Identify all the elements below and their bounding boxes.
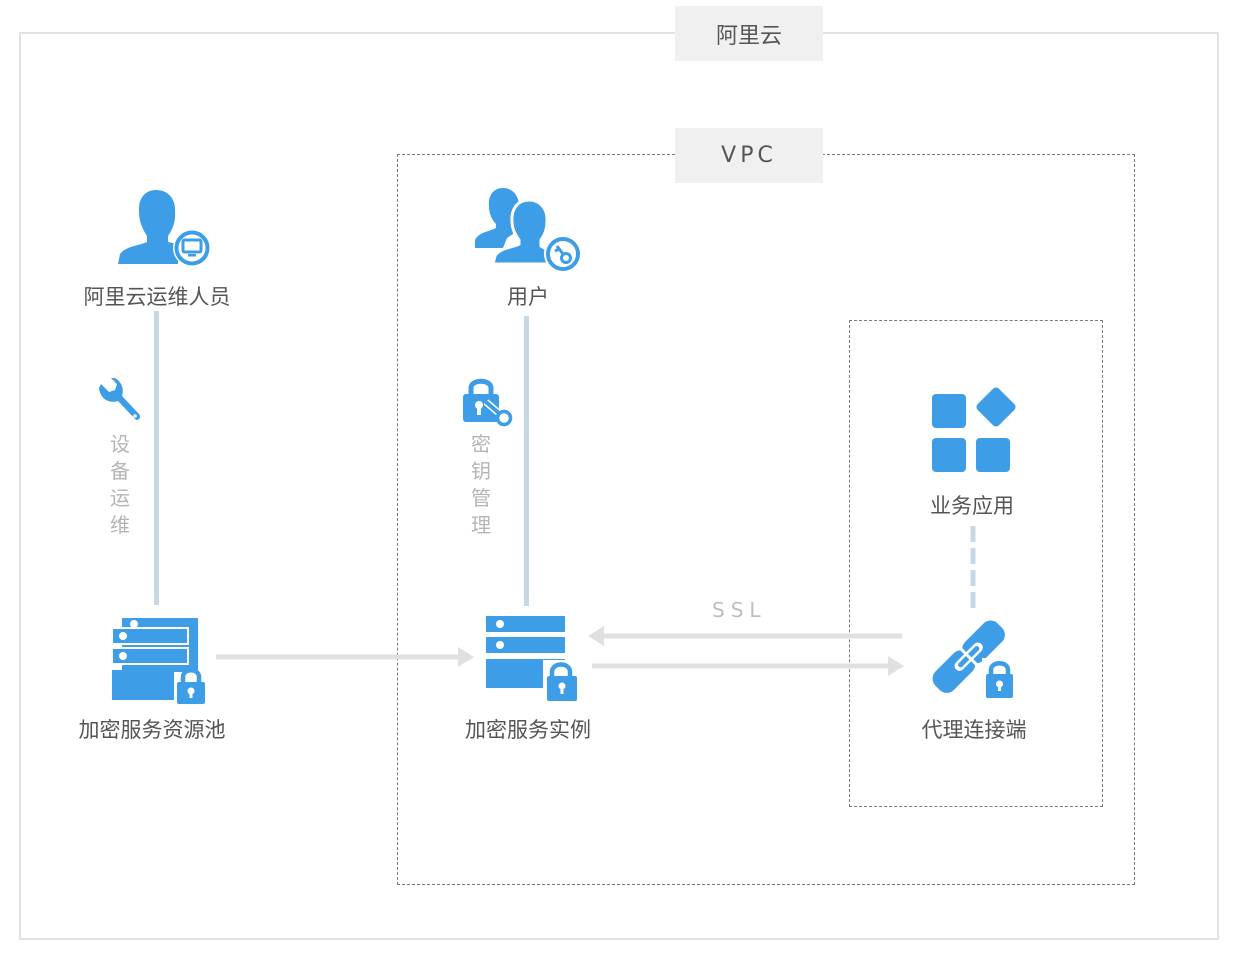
device-ops-label: 设备运维 — [110, 432, 130, 537]
apps-grid-icon — [932, 387, 1016, 472]
connector-ops-to-pool — [154, 311, 159, 605]
lock-key-icon — [463, 378, 513, 427]
aliyun-zone-label: 阿里云 — [675, 6, 823, 61]
arrow-proxy-to-instance — [588, 626, 902, 646]
key-mgmt-label: 密钥管理 — [471, 432, 491, 537]
business-app-label: 业务应用 — [930, 494, 1014, 518]
connector-user-to-instance — [524, 316, 529, 606]
server-lock-icon — [486, 616, 581, 706]
aliyun-zone — [19, 32, 1219, 940]
instance-label: 加密服务实例 — [465, 718, 591, 742]
resource-pool-label: 加密服务资源池 — [78, 718, 226, 742]
ops-staff-label: 阿里云运维人员 — [83, 285, 231, 309]
proxy-label: 代理连接端 — [921, 718, 1027, 742]
user-label: 用户 — [507, 285, 549, 309]
link-lock-icon — [932, 620, 1018, 704]
arrow-pool-to-instance — [216, 647, 474, 667]
wrench-icon — [99, 378, 141, 420]
server-stack-lock-icon — [111, 618, 210, 706]
users-key-icon — [475, 188, 582, 273]
vpc-zone-label: VPC — [675, 128, 823, 183]
connector-app-to-proxy — [970, 526, 976, 610]
ssl-label: SSL — [712, 598, 767, 622]
user-monitor-icon — [118, 190, 211, 267]
arrow-instance-to-proxy — [592, 656, 904, 676]
app-zone — [849, 320, 1103, 807]
